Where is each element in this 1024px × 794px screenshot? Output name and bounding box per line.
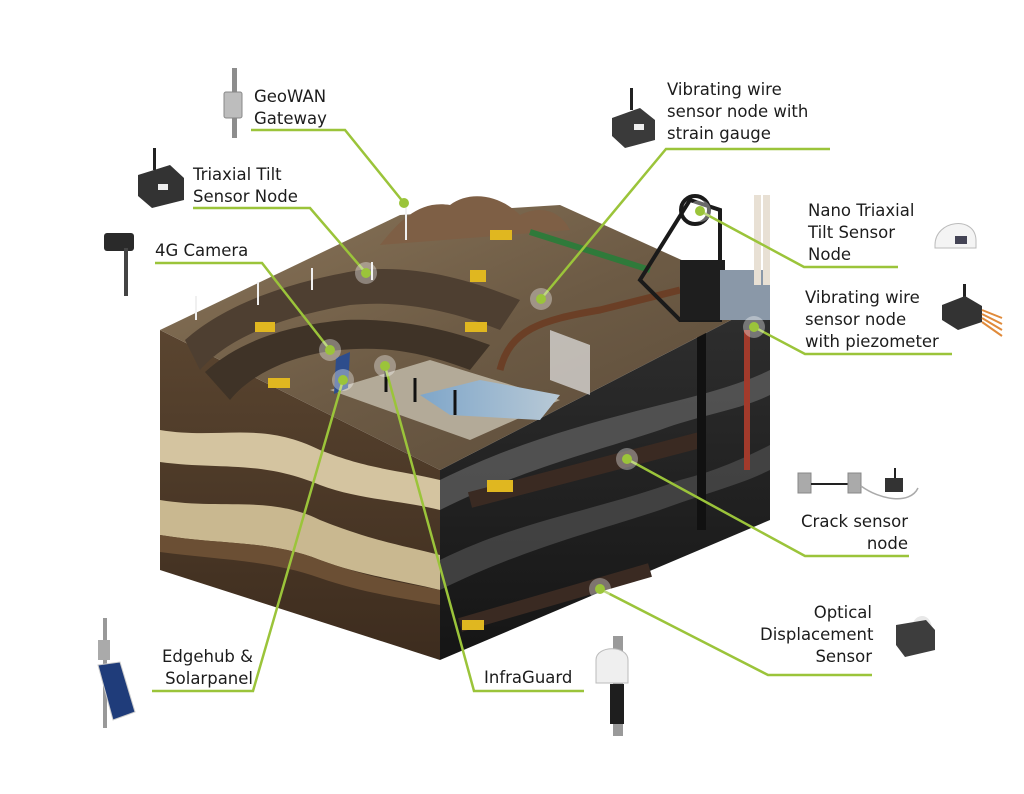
- sensor-box-icon: [612, 88, 655, 148]
- label-4g-camera: 4G Camera: [155, 241, 249, 260]
- leader-optical: [599, 587, 872, 677]
- marker-dots: [319, 198, 765, 600]
- sensor-box-cables-icon: [942, 284, 1003, 337]
- label-nano-triaxial-tilt-sensor-node: Nano Triaxial Tilt Sensor Node: [808, 201, 915, 264]
- optical-sensor-icon: [896, 615, 935, 657]
- top-surface: [160, 194, 770, 630]
- leader-vw-piezo: [753, 325, 952, 356]
- leader-camera: [155, 261, 331, 351]
- marker-camera: [325, 345, 335, 355]
- label-vibrating-wire-piezometer: Vibrating wire sensor node with piezomet…: [805, 288, 939, 351]
- marker-edgehub: [338, 375, 348, 385]
- leader-edgehub: [152, 379, 345, 693]
- marker-triaxial-tilt: [361, 268, 371, 278]
- label-vibrating-wire-strain-gauge: Vibrating wire sensor node with strain g…: [667, 80, 809, 143]
- leader-infraguard: [383, 365, 584, 693]
- marker-vw-strain: [536, 294, 546, 304]
- label-geowan-gateway: GeoWAN Gateway: [254, 87, 327, 128]
- marker-infraguard: [380, 361, 390, 371]
- leader-geowan: [251, 128, 405, 204]
- marker-geowan: [399, 198, 409, 208]
- leader-lines: [152, 128, 952, 693]
- crack-sensor-icon: [797, 468, 919, 500]
- marker-optical: [595, 584, 605, 594]
- right-face: [440, 300, 770, 660]
- leader-nano-tilt: [699, 209, 898, 269]
- marker-nano-tilt: [695, 206, 705, 216]
- camera-icon: [104, 233, 134, 296]
- sensor-box-icon: [138, 148, 184, 208]
- label-infraguard: InfraGuard: [484, 668, 573, 687]
- dome-sensor-icon: [934, 223, 977, 249]
- leader-vw-strain: [540, 147, 830, 300]
- infraguard-icon: [595, 636, 629, 736]
- gateway-antenna-icon: [223, 68, 243, 138]
- solar-panel-icon: [97, 618, 136, 728]
- marker-crack: [622, 454, 632, 464]
- marker-vw-piezo: [749, 322, 759, 332]
- label-crack-sensor-node: Crack sensor node: [801, 512, 908, 553]
- label-triaxial-tilt-sensor-node: Triaxial Tilt Sensor Node: [193, 165, 298, 206]
- left-face: [160, 330, 440, 660]
- label-edgehub-solarpanel: Edgehub & Solarpanel: [161, 647, 253, 688]
- leader-triaxial-tilt: [193, 206, 367, 274]
- label-optical-displacement-sensor: Optical Displacement Sensor: [760, 603, 874, 666]
- leader-crack: [626, 457, 909, 558]
